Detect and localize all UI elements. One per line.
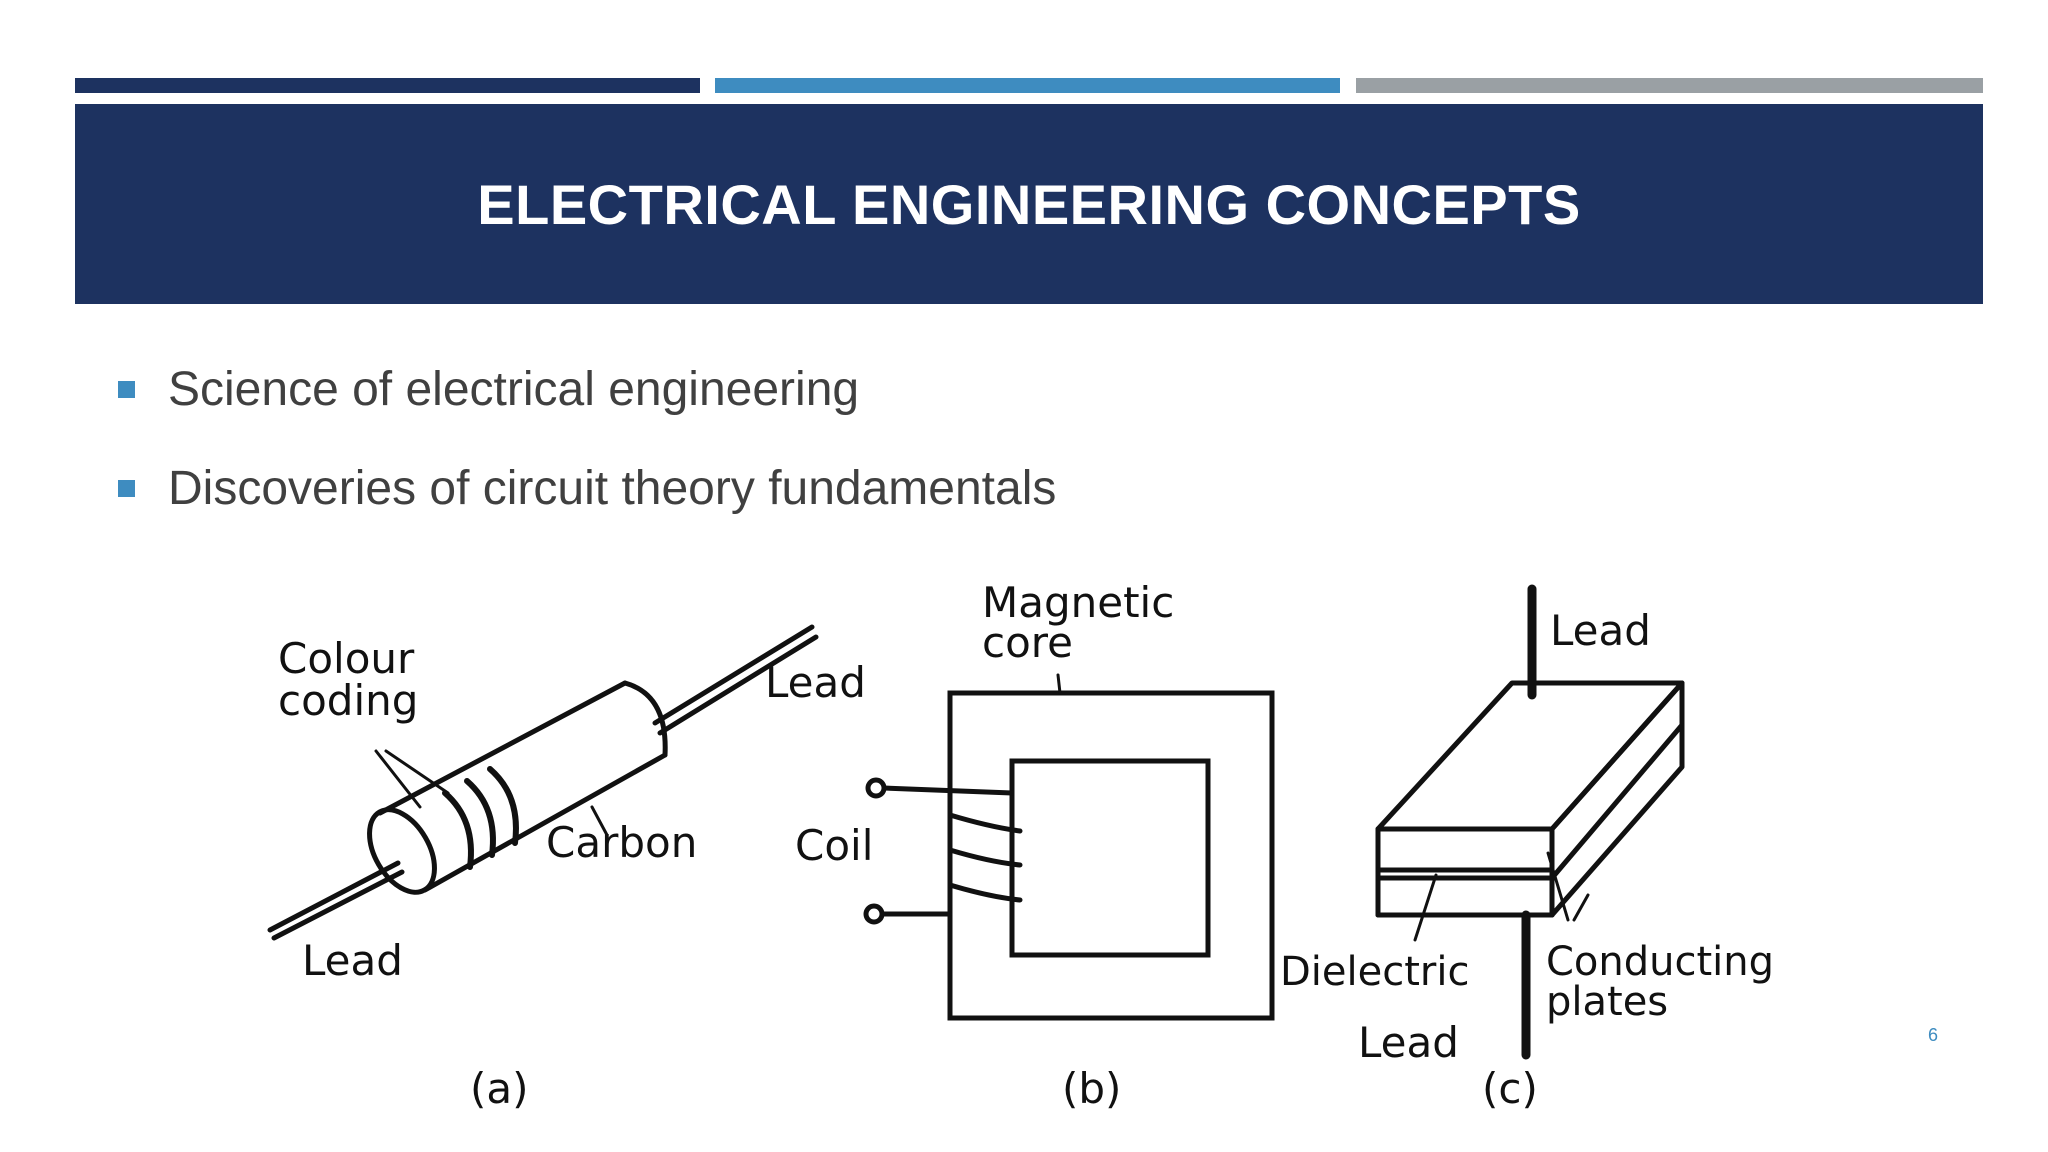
- bullet-item: Science of electrical engineering: [118, 356, 1056, 422]
- resistor-body-right-end: [622, 680, 668, 758]
- capacitor-drawing: [1375, 584, 1685, 1060]
- coil-turn-3: [947, 882, 1023, 903]
- capacitor-plates-label: plates: [1546, 979, 1668, 1025]
- top-accent-bar-gray: [1356, 78, 1983, 93]
- resistor-carbon-label: Carbon: [546, 818, 697, 867]
- resistor-band-2: [464, 778, 496, 858]
- inductor-core-label: core: [982, 618, 1073, 667]
- dielectric-arrow: [1413, 873, 1438, 942]
- page-number: 6: [1928, 1025, 1939, 1045]
- capacitor-side-lower: [1549, 722, 1685, 918]
- resistor-colour-label: Colour: [278, 634, 415, 683]
- capacitor-lead-top-label: Lead: [1550, 606, 1651, 655]
- resistor-lead-left: [267, 860, 401, 933]
- resistor-lead-bottom-label: Lead: [302, 936, 403, 985]
- capacitor-conducting-label: Conducting: [1546, 939, 1774, 985]
- capacitor-top-face: [1375, 680, 1685, 832]
- magnetic-core-outer: [947, 690, 1275, 1021]
- resistor-lead-top-label: Lead: [765, 658, 866, 707]
- resistor-band-1: [442, 790, 474, 870]
- caption-c: (c): [1482, 1064, 1538, 1113]
- resistor-lead-right-edge: [657, 634, 819, 736]
- resistor-lead-right: [652, 624, 815, 726]
- bullet-text: Science of electrical engineering: [168, 362, 860, 416]
- inductor-drawing: [863, 673, 1275, 1021]
- resistor-body-left-end: [367, 807, 437, 895]
- conducting-arrow-1: [1546, 851, 1570, 922]
- slide-title: ELECTRICAL ENGINEERING CONCEPTS: [477, 172, 1581, 236]
- title-banner: ELECTRICAL ENGINEERING CONCEPTS: [75, 104, 1983, 304]
- capacitor-lead-bottom-label: Lead: [1358, 1018, 1459, 1067]
- square-bullet-icon: [118, 479, 135, 497]
- magnetic-core-inner: [1009, 758, 1211, 958]
- bullet-text: Discoveries of circuit theory fundamenta…: [168, 461, 1057, 515]
- capacitor-side-upper: [1549, 680, 1685, 881]
- inductor-magnetic-label: Magnetic: [982, 578, 1174, 627]
- capacitor-dielectric-label: Dielectric: [1280, 949, 1469, 995]
- resistor-coding-label: coding: [278, 676, 418, 725]
- resistor-drawing: [267, 624, 819, 941]
- caption-a: (a): [470, 1064, 529, 1113]
- coil-turn-2: [947, 847, 1023, 868]
- bullet-list: Science of electrical engineering Discov…: [118, 356, 1056, 554]
- top-accent-bar-blue: [715, 78, 1340, 93]
- components-diagram-svg: Colour coding Lead Carbon Lead (a) Magne…: [267, 578, 1774, 1113]
- conducting-arrow-2: [1572, 893, 1590, 922]
- coil-wire-top: [881, 785, 1015, 796]
- colour-coding-arrow-2: [384, 749, 450, 795]
- resistor-body-bottom: [422, 752, 668, 893]
- resistor-lead-left-edge: [271, 869, 405, 941]
- resistor-body-top: [377, 680, 628, 816]
- coil-turn-1: [947, 812, 1023, 834]
- caption-b: (b): [1062, 1064, 1121, 1113]
- bullet-item: Discoveries of circuit theory fundamenta…: [118, 455, 1056, 521]
- carbon-arrow: [590, 805, 609, 837]
- colour-coding-arrow-1: [374, 749, 422, 809]
- top-accent-bar-navy: [75, 78, 700, 93]
- inductor-coil-label: Coil: [795, 821, 873, 870]
- resistor-band-3: [487, 766, 519, 846]
- square-bullet-icon: [118, 380, 135, 398]
- components-diagram: Colour coding Lead Carbon Lead (a) Magne…: [250, 545, 1800, 1152]
- magnetic-core-arrow: [1056, 673, 1062, 695]
